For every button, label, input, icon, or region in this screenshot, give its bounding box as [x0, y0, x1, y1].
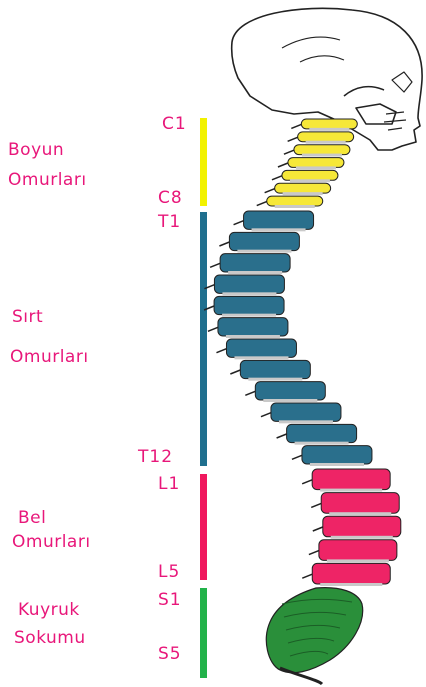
spinous-process [284, 150, 294, 154]
vertebra-t1-1 [244, 211, 314, 229]
vertebra-t1-5 [214, 296, 284, 314]
intervertebral-disc [320, 583, 382, 586]
vertebra-c1-6 [275, 183, 331, 193]
spinous-process [245, 391, 255, 395]
spinous-process [210, 263, 220, 267]
spinous-process [230, 370, 240, 374]
spinous-process [277, 434, 287, 438]
vertebra-t1-10 [271, 403, 341, 421]
intervertebral-disc [296, 166, 336, 169]
spinous-process [208, 327, 218, 331]
intervertebral-disc [234, 356, 288, 359]
vertebra-c1-2 [298, 132, 354, 142]
vertebra-t1-7 [226, 339, 296, 357]
intervertebral-disc [310, 463, 364, 466]
intervertebral-disc [275, 205, 315, 208]
vertebra-t1-2 [229, 232, 299, 250]
spinous-process [257, 202, 267, 206]
vertebra-c1-3 [294, 145, 350, 155]
vertebra-t1-11 [287, 424, 357, 442]
vertebra-t1-9 [255, 382, 325, 400]
spinous-process [234, 221, 244, 225]
spinous-process [292, 455, 302, 459]
vertebra-l1-5 [312, 563, 390, 584]
spinous-process [291, 124, 301, 128]
spinous-process [204, 285, 214, 289]
vertebra-l1-2 [321, 493, 399, 514]
intervertebral-disc [320, 489, 382, 492]
intervertebral-disc [222, 292, 276, 295]
spinous-process [302, 480, 312, 484]
intervertebral-disc [237, 250, 291, 253]
intervertebral-disc [263, 399, 317, 402]
spinous-process [265, 189, 275, 193]
vertebra-c1-7 [267, 196, 323, 206]
spinous-process [204, 306, 214, 310]
vertebra-c1-5 [282, 170, 338, 180]
vertebra-t1-8 [240, 360, 310, 378]
vertebra-c1-4 [288, 158, 344, 168]
intervertebral-disc [279, 420, 333, 423]
vertebra-t1-12 [302, 446, 372, 464]
intervertebral-disc [228, 271, 282, 274]
spinous-process [309, 551, 319, 555]
spinous-process [272, 176, 282, 180]
intervertebral-disc [283, 192, 323, 195]
vertebra-t1-3 [220, 254, 290, 272]
spinous-process [261, 413, 271, 417]
spinous-process [278, 163, 288, 167]
vertebra-c1-1 [301, 119, 357, 129]
spinous-process [313, 527, 323, 531]
intervertebral-disc [331, 536, 393, 539]
vertebra-l1-4 [319, 540, 397, 561]
spinous-process [311, 503, 321, 507]
vertebra-t1-6 [218, 318, 288, 336]
intervertebral-disc [329, 512, 391, 515]
intervertebral-disc [248, 378, 302, 381]
intervertebral-disc [252, 228, 306, 231]
intervertebral-disc [327, 559, 389, 562]
sacrum-coccyx [266, 588, 362, 673]
intervertebral-disc [222, 314, 276, 317]
intervertebral-disc [226, 335, 280, 338]
spinous-process [302, 574, 312, 578]
vertebra-t1-4 [214, 275, 284, 293]
intervertebral-disc [295, 442, 349, 445]
spinous-process [219, 242, 229, 246]
spinous-process [288, 137, 298, 141]
vertebra-l1-3 [323, 516, 401, 537]
intervertebral-disc [309, 128, 349, 131]
intervertebral-disc [290, 179, 330, 182]
intervertebral-disc [306, 141, 346, 144]
intervertebral-disc [302, 154, 342, 157]
spinous-process [216, 349, 226, 353]
vertebra-l1-1 [312, 469, 390, 490]
